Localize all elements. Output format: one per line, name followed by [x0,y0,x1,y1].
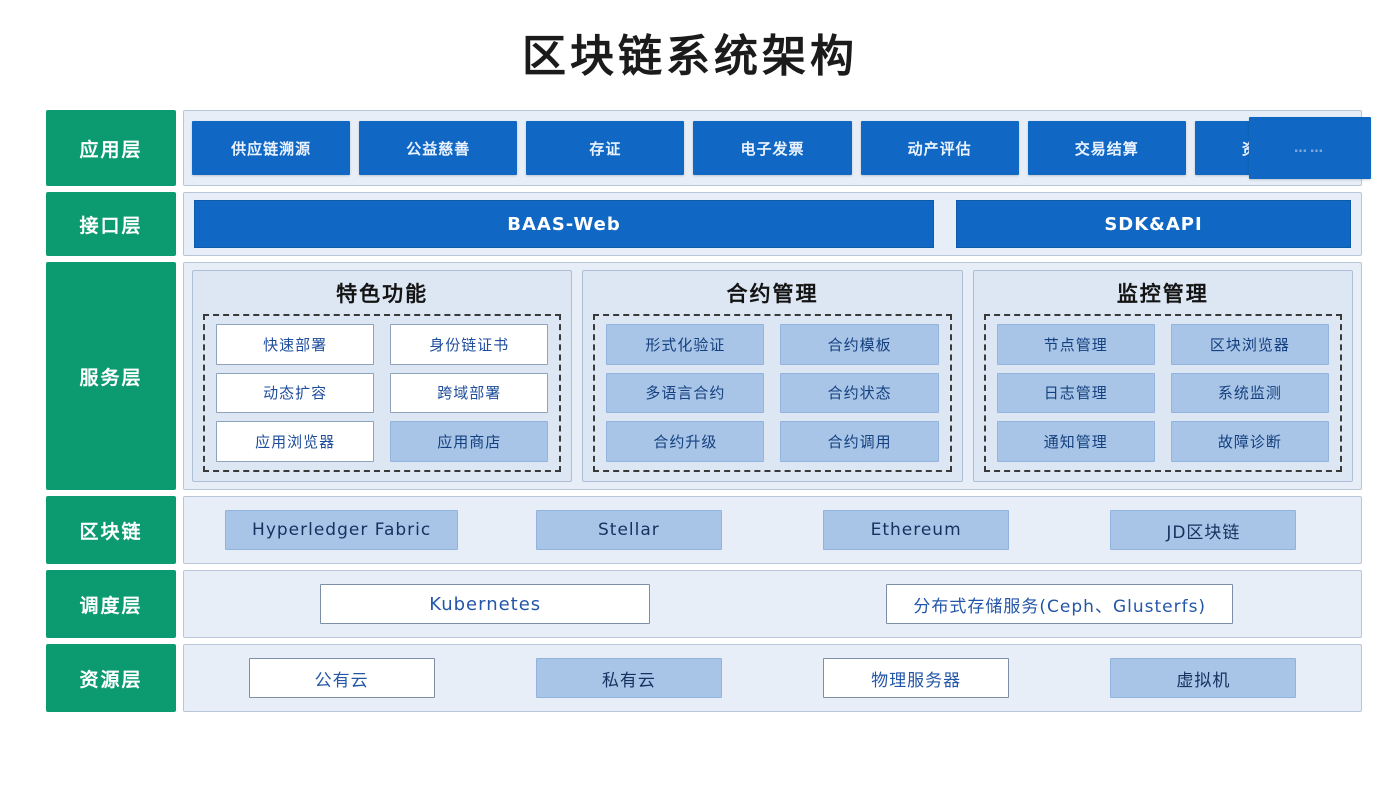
layer-body-schedule: Kubernetes 分布式存储服务(Ceph、Glusterfs) [183,570,1362,638]
title-bar: 区块链系统架构 [0,0,1380,104]
layer-row-blockchain: 区块链 Hyperledger Fabric Stellar Ethereum … [46,496,1362,564]
app-chip-e-invoice[interactable]: 电子发票 [693,121,852,175]
layer-label-resource: 资源层 [46,644,176,712]
layer-row-service: 服务层 特色功能 快速部署 身份链证书 动态扩容 跨域部署 应用浏览器 应用商店 [46,262,1362,490]
blockchain-chip-ethereum[interactable]: Ethereum [823,510,1010,550]
layer-row-interface: 接口层 BAAS-Web SDK&API [46,192,1362,256]
service-chip-contract-state[interactable]: 合约状态 [780,372,939,414]
app-chip-deposit-certificate[interactable]: 存证 [526,121,685,175]
service-chip-cross-domain[interactable]: 跨域部署 [390,372,549,414]
resource-chip-private-cloud[interactable]: 私有云 [535,658,722,698]
service-chip-dynamic-scaling[interactable]: 动态扩容 [216,372,375,414]
blockchain-cell-4: JD区块链 [1060,510,1347,550]
service-panel-body-monitoring-management: 节点管理 区块浏览器 日志管理 系统监测 通知管理 故障诊断 [983,314,1342,472]
layer-stack: 应用层 供应链溯源 公益慈善 存证 电子发票 动产评估 交易结算 资质备案 ……… [46,110,1371,718]
blockchain-chip-stellar[interactable]: Stellar [535,510,722,550]
resource-cell-4: 虚拟机 [1060,658,1347,698]
app-chip-chattel-appraisal[interactable]: 动产评估 [860,121,1019,175]
service-chip-contract-invoke[interactable]: 合约调用 [780,421,939,462]
layer-body-application: 供应链溯源 公益慈善 存证 电子发票 动产评估 交易结算 资质备案 …… [183,110,1371,186]
resource-cell-2: 私有云 [485,658,772,698]
service-chip-notification-management[interactable]: 通知管理 [996,421,1155,462]
app-chip-supply-chain[interactable]: 供应链溯源 [192,121,351,175]
service-chip-fast-deploy[interactable]: 快速部署 [216,324,375,365]
layer-body-interface: BAAS-Web SDK&API [183,192,1362,256]
app-chip-charity[interactable]: 公益慈善 [359,121,518,175]
blockchain-cell-2: Stellar [485,510,772,550]
resource-chip-public-cloud[interactable]: 公有云 [248,658,435,698]
blockchain-cell-3: Ethereum [773,510,1060,550]
blockchain-cell-1: Hyperledger Fabric [198,510,485,550]
service-panel-body-features: 快速部署 身份链证书 动态扩容 跨域部署 应用浏览器 应用商店 [203,314,562,472]
layer-label-service: 服务层 [46,262,176,490]
blockchain-chip-hyperledger-fabric[interactable]: Hyperledger Fabric [225,510,459,550]
resource-chip-virtual-machine[interactable]: 虚拟机 [1110,658,1297,698]
layer-row-application: 应用层 供应链溯源 公益慈善 存证 电子发票 动产评估 交易结算 资质备案 …… [46,110,1371,186]
layer-row-schedule: 调度层 Kubernetes 分布式存储服务(Ceph、Glusterfs) [46,570,1362,638]
page-title: 区块链系统架构 [522,31,858,82]
interface-chip-sdk-api[interactable]: SDK&API [956,200,1351,248]
interface-chip-baas-web[interactable]: BAAS-Web [194,200,934,248]
layer-label-application: 应用层 [46,110,176,186]
service-chip-block-explorer[interactable]: 区块浏览器 [1170,324,1329,365]
service-chip-formal-verification[interactable]: 形式化验证 [606,324,765,365]
service-chip-identity-cert[interactable]: 身份链证书 [390,324,549,365]
service-panel-body-contract-management: 形式化验证 合约模板 多语言合约 合约状态 合约升级 合约调用 [593,314,952,472]
service-panel-monitoring-management: 监控管理 节点管理 区块浏览器 日志管理 系统监测 通知管理 故障诊断 [972,270,1353,482]
layer-label-interface: 接口层 [46,192,176,256]
schedule-chip-kubernetes[interactable]: Kubernetes [320,584,651,624]
blockchain-chip-jd-blockchain[interactable]: JD区块链 [1110,510,1297,550]
resource-cell-1: 公有云 [198,658,485,698]
schedule-cell-1: Kubernetes [198,584,773,624]
layer-body-blockchain: Hyperledger Fabric Stellar Ethereum JD区块… [183,496,1362,564]
layer-label-schedule: 调度层 [46,570,176,638]
resource-chip-physical-server[interactable]: 物理服务器 [823,658,1010,698]
service-panel-contract-management: 合约管理 形式化验证 合约模板 多语言合约 合约状态 合约升级 合约调用 [582,270,963,482]
service-panel-features: 特色功能 快速部署 身份链证书 动态扩容 跨域部署 应用浏览器 应用商店 [192,270,573,482]
app-chip-more[interactable]: …… [1249,117,1371,179]
layer-body-service: 特色功能 快速部署 身份链证书 动态扩容 跨域部署 应用浏览器 应用商店 合约管… [183,262,1362,490]
service-chip-fault-diagnosis[interactable]: 故障诊断 [1170,421,1329,462]
schedule-cell-2: 分布式存储服务(Ceph、Glusterfs) [773,584,1348,624]
app-chip-transaction-settlement[interactable]: 交易结算 [1027,121,1186,175]
service-chip-app-store[interactable]: 应用商店 [390,421,549,462]
layer-body-resource: 公有云 私有云 物理服务器 虚拟机 [183,644,1362,712]
service-chip-app-browser[interactable]: 应用浏览器 [216,421,375,462]
service-chip-contract-upgrade[interactable]: 合约升级 [606,421,765,462]
service-panel-title-monitoring-management: 监控管理 [1116,282,1209,306]
layer-label-blockchain: 区块链 [46,496,176,564]
application-chip-strip: 供应链溯源 公益慈善 存证 电子发票 动产评估 交易结算 资质备案 …… [192,117,1371,179]
service-chip-node-management[interactable]: 节点管理 [996,324,1155,365]
service-panel-title-contract-management: 合约管理 [726,282,819,306]
resource-cell-3: 物理服务器 [773,658,1060,698]
service-panel-title-features: 特色功能 [336,282,429,306]
service-chip-multi-language[interactable]: 多语言合约 [606,372,765,414]
service-chip-system-monitoring[interactable]: 系统监测 [1170,372,1329,414]
schedule-chip-distributed-storage[interactable]: 分布式存储服务(Ceph、Glusterfs) [886,584,1234,624]
service-chip-contract-template[interactable]: 合约模板 [780,324,939,365]
layer-row-resource: 资源层 公有云 私有云 物理服务器 虚拟机 [46,644,1362,712]
service-chip-log-management[interactable]: 日志管理 [996,372,1155,414]
